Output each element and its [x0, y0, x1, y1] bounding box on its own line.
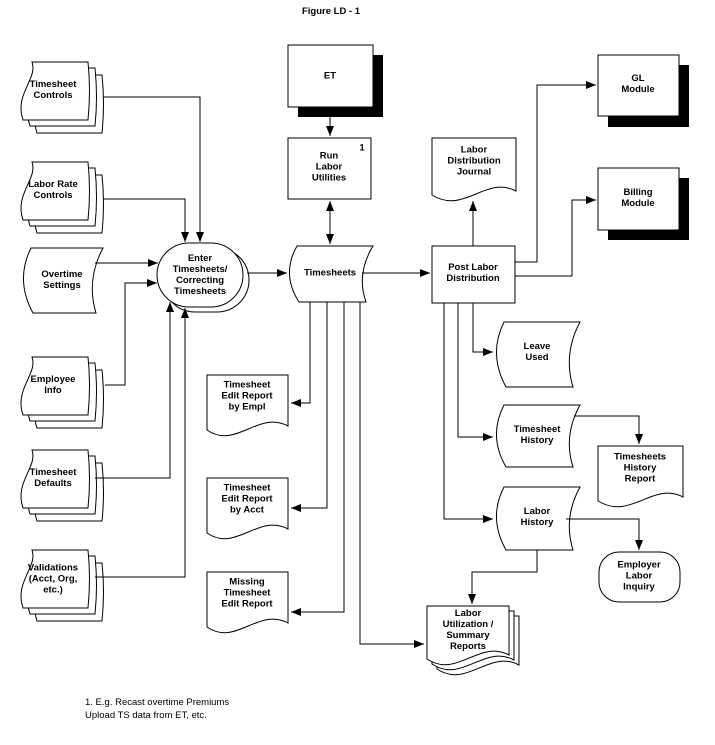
employer-labor-inquiry-shape: [598, 551, 681, 603]
footnote: 1. E.g. Recast overtime Premiums Upload …: [85, 697, 230, 721]
et-shape: [287, 44, 383, 117]
timesheets-history-report-label: Timesheets History Report: [613, 451, 667, 485]
connector-timesheets-to-missing-edit-report: [291, 302, 345, 616]
timesheet-controls-label: Timesheet Controls: [29, 79, 77, 101]
connector-labor-history-to-employer-labor-inquiry: [566, 518, 643, 550]
connector-post-labor-to-labor-history: [443, 303, 493, 523]
leave-used-shape: [495, 321, 581, 388]
timesheet-history-label: Timesheet History: [513, 424, 561, 446]
post-labor-distribution-shape: [431, 245, 516, 304]
figure-title: Figure LD - 1: [301, 6, 361, 17]
labor-utilization-summary-reports-shape: [426, 605, 520, 676]
connector-timesheets-to-edit-report-by-acct: [291, 302, 328, 512]
timesheet-history-shape: [495, 404, 581, 468]
connector-timesheet-history-to-history-report: [574, 415, 643, 444]
connector-timesheets-to-edit-report-by-empl: [291, 302, 311, 407]
validations-shape: [20, 549, 104, 622]
connector-post-labor-to-gl-module: [515, 81, 596, 263]
timesheet-defaults-shape: [20, 449, 104, 522]
labor-distribution-journal-label: Labor Distribution Journal: [447, 144, 501, 178]
timesheet-edit-report-by-acct-shape: [206, 477, 289, 540]
connector-post-labor-to-billing-module: [515, 196, 596, 277]
employer-labor-inquiry-label: Employer Labor Inquiry: [617, 559, 661, 593]
et-label: ET: [323, 70, 337, 82]
validations-label: Validations (Acct, Org, etc.): [27, 562, 79, 596]
enter-timesheets-shape: [156, 242, 250, 313]
timesheets-label: Timesheets: [303, 267, 357, 279]
labor-history-shape: [495, 486, 581, 551]
billing-module-label: Billing Module: [621, 187, 655, 209]
timesheets-history-report-shape: [597, 445, 684, 508]
run-labor-utilities-shape: [287, 137, 372, 200]
labor-history-label: Labor History: [520, 506, 554, 528]
overtime-settings-label: Overtime Settings: [41, 269, 83, 291]
labor-distribution-journal-shape: [431, 137, 517, 202]
connectors: [95, 81, 643, 648]
gl-module-shape: [597, 54, 689, 127]
employee-info-shape: [20, 356, 104, 429]
billing-module-shape: [597, 167, 689, 240]
overtime-settings-shape: [22, 247, 104, 314]
labor-utilization-summary-reports-label: Labor Utilization / Summary Reports: [442, 608, 494, 652]
enter-timesheets-label: Enter Timesheets/ Correcting Timesheets: [172, 253, 228, 297]
missing-timesheet-edit-report-shape: [206, 571, 289, 634]
timesheet-controls-shape: [20, 61, 104, 134]
post-labor-distribution-label: Post Labor Distribution: [446, 262, 500, 284]
timesheet-defaults-label: Timesheet Defaults: [29, 467, 77, 489]
connector-post-labor-to-leave-used: [472, 303, 493, 356]
labor-rate-controls-shape: [20, 161, 104, 234]
run-labor-utilities-note-ref: 1: [359, 142, 365, 153]
timesheet-edit-report-by-acct-label: Timesheet Edit Report by Acct: [221, 482, 273, 516]
missing-timesheet-edit-report-label: Missing Timesheet Edit Report: [221, 576, 273, 610]
run-labor-utilities-label: Run Labor Utilities: [311, 150, 347, 184]
timesheet-edit-report-by-empl-label: Timesheet Edit Report by Empl: [221, 379, 273, 413]
timesheets-shape: [289, 245, 374, 303]
labor-rate-controls-label: Labor Rate Controls: [28, 179, 78, 201]
connector-employee-info-to-enter-timesheets: [105, 279, 157, 386]
connector-post-labor-to-timesheet-history: [457, 303, 493, 441]
connector-timesheet-defaults-to-enter-timesheets: [95, 302, 174, 479]
connector-validations-to-enter-timesheets: [95, 308, 189, 578]
gl-module-label: GL Module: [621, 73, 655, 95]
leave-used-label: Leave Used: [523, 341, 551, 363]
connector-labor-history-to-labor-utilization: [468, 550, 538, 604]
timesheet-edit-report-by-empl-shape: [206, 374, 289, 437]
connector-labor-rate-controls-to-enter-timesheets: [103, 198, 189, 242]
employee-info-label: Employee Info: [30, 374, 76, 396]
connector-timesheet-controls-to-enter-timesheets: [103, 96, 204, 242]
connector-timesheets-to-labor-utilization: [359, 302, 424, 648]
